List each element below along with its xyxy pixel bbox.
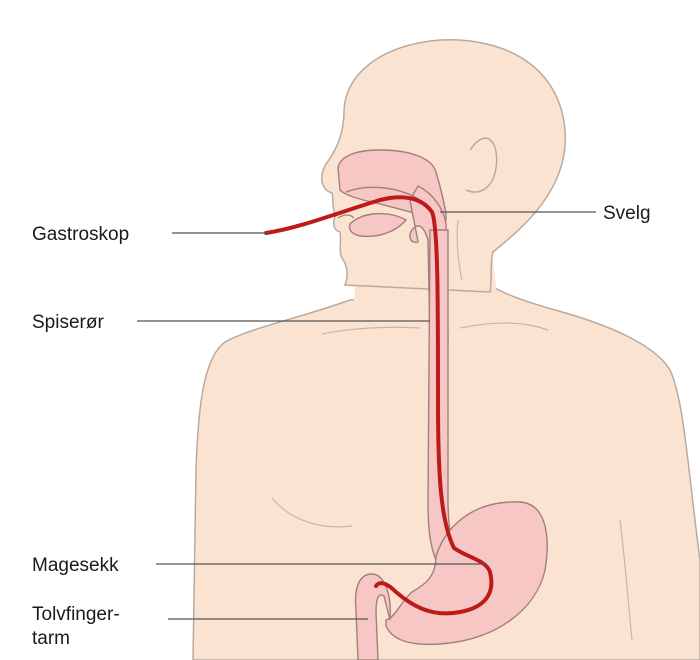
label-gastroskop: Gastroskop — [32, 224, 129, 245]
mouth — [337, 214, 355, 219]
label-magesekk: Magesekk — [32, 555, 119, 576]
collarbone-right — [459, 322, 549, 331]
collarbone-left — [321, 326, 421, 335]
label-svelg: Svelg — [603, 203, 651, 224]
label-tolvfingertarm-line2: tarm — [32, 628, 70, 649]
label-spiseror: Spiserør — [32, 312, 104, 333]
ear — [465, 137, 498, 193]
palate — [345, 186, 421, 201]
tongue — [348, 213, 408, 238]
chest-contour — [271, 497, 353, 528]
label-tolvfingertarm-line1: Tolvfinger- — [32, 604, 120, 625]
gastroscope-tube — [264, 195, 494, 616]
arm-contour-right — [619, 519, 633, 641]
neck-contour — [456, 219, 463, 281]
